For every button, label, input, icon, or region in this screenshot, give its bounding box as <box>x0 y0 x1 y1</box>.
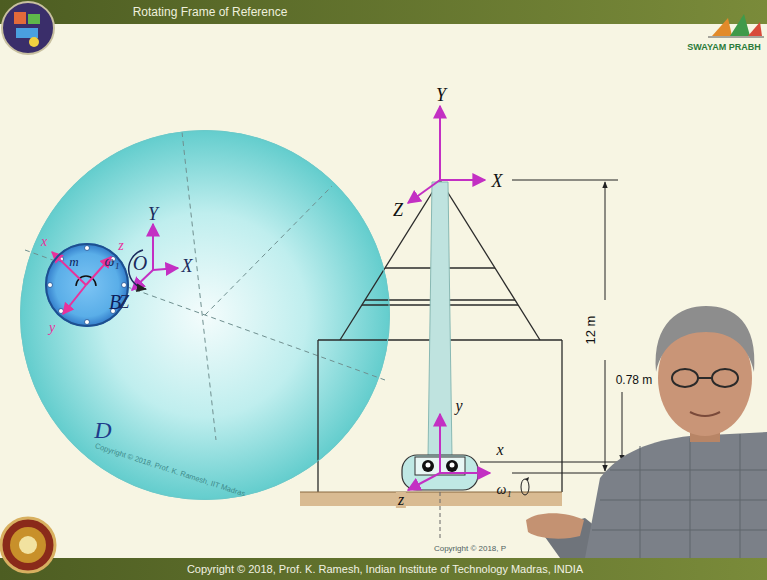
dimension-lines <box>480 180 632 492</box>
axis-label: Z <box>119 293 129 311</box>
node-outline <box>20 130 390 500</box>
axis-label: x <box>496 442 503 458</box>
axis-label: z <box>118 239 123 253</box>
inertial-axes <box>408 106 485 203</box>
axis-label: z <box>396 492 406 508</box>
axis-label: x <box>41 235 47 249</box>
rotating-disc: DB <box>20 130 390 500</box>
slide-title: Rotating Frame of Reference <box>133 6 288 18</box>
body-axes <box>52 252 111 314</box>
axis-label: X <box>182 257 193 275</box>
bottom-left-logo <box>1 518 55 572</box>
logo-text: SWAYAM PRABH <box>687 43 760 52</box>
lecturer <box>526 306 767 558</box>
footer-copyright: Copyright © 2018, Prof. K. Ramesh, India… <box>187 564 583 575</box>
angular-velocity: ω₁ <box>497 483 512 497</box>
swayam-prabha-logo <box>708 14 764 37</box>
title-bar <box>0 0 767 24</box>
rotation-symbol <box>521 477 529 495</box>
dashed-diameters <box>25 132 385 440</box>
axis-label: y <box>49 321 55 335</box>
origin-label: O <box>133 253 147 273</box>
region-label: D <box>94 418 111 442</box>
axis-label: Y <box>436 86 446 104</box>
watermark: Copyright © 2018, P <box>434 545 506 553</box>
node-border <box>46 244 128 326</box>
dimension: 12 m <box>584 316 597 345</box>
watermark: Copyright © 2018, Prof. K. Ramesh, IIT M… <box>94 442 246 498</box>
disc-b-fill <box>45 243 129 327</box>
frame-structure <box>318 180 562 492</box>
disc-fill <box>20 130 390 500</box>
top-left-logo <box>2 2 54 54</box>
angular-velocity: ω₁ <box>105 255 120 269</box>
mirror-label: m <box>69 255 78 268</box>
ground-line <box>300 492 562 493</box>
node-border <box>21 131 390 500</box>
axis-label: Y <box>148 205 158 223</box>
axis-label: y <box>455 398 462 414</box>
disc-b-holes <box>48 246 127 325</box>
axis-label: X <box>492 172 503 190</box>
axis-label: Z <box>393 201 403 219</box>
footer-bar <box>0 558 767 580</box>
body-axes <box>408 414 490 490</box>
dimension: 0.78 m <box>616 374 653 386</box>
inertial-axes <box>132 224 178 290</box>
center-line <box>440 492 441 540</box>
